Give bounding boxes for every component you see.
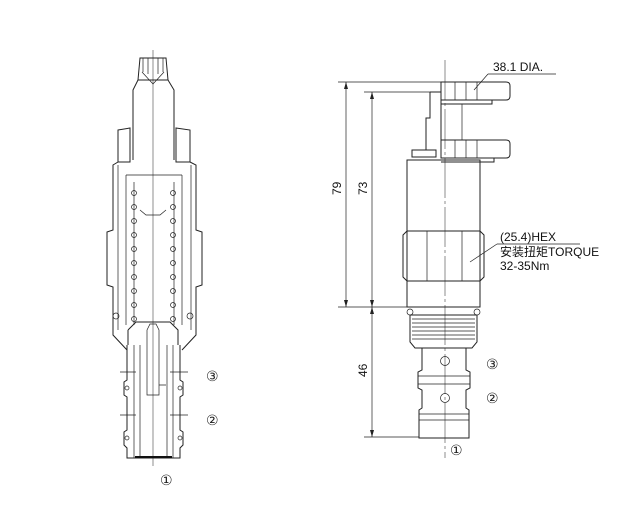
dim-46-label: 46 (356, 363, 370, 377)
section-port-3-label: ③ (206, 369, 219, 385)
side-view: 79 73 46 38.1 DIA. (25.4)HEX 安装扭矩TORQUE … (330, 60, 599, 459)
side-port-1-label: ① (450, 443, 463, 459)
side-port-2-label: ② (486, 391, 499, 407)
torque-label: 安装扭矩TORQUE (500, 244, 599, 259)
spring (112, 190, 194, 322)
dimension-lines (338, 73, 580, 438)
section-port-2-label: ② (206, 413, 219, 429)
dim-79-label: 79 (330, 181, 344, 195)
section-port-1-label: ① (160, 473, 173, 489)
section-view: ③ ② ① (106, 50, 219, 489)
dim-73-label: 73 (356, 181, 370, 195)
torque-value: 32-35Nm (500, 259, 549, 273)
side-port-3-label: ③ (486, 357, 499, 373)
hex-label: (25.4)HEX (500, 230, 556, 244)
dia-label: 38.1 DIA. (493, 60, 543, 74)
